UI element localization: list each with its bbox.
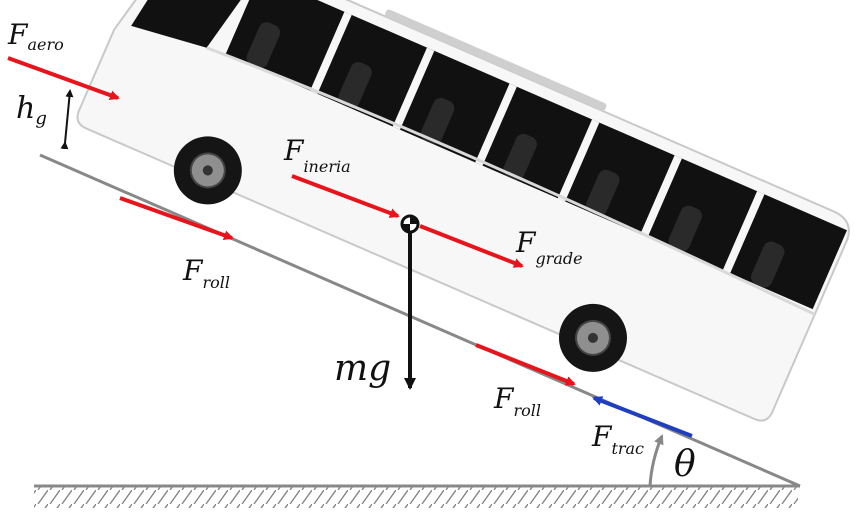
rear-wheel [558, 303, 627, 372]
label-f-roll-rear: Froll [493, 382, 541, 420]
label-hg: hg [16, 91, 47, 129]
passenger-silhouettes [246, 22, 785, 288]
label-f-roll-front: Froll [182, 254, 230, 292]
theta-arc [648, 434, 664, 487]
window-pillars [310, 11, 765, 274]
label-f-aero: Faero [7, 18, 64, 54]
body-swoosh [206, 46, 816, 316]
roof-rail [385, 9, 607, 111]
label-mg: mg [334, 348, 391, 389]
aero-force-arrow [7, 56, 120, 100]
inertia-force-arrow [291, 174, 400, 218]
roll-force-arrow-rear [475, 343, 576, 386]
ground [34, 484, 800, 508]
label-theta: θ [674, 444, 696, 485]
hg-dimension-arrow [60, 89, 74, 150]
windshield [131, 0, 263, 48]
label-f-grade: Fgrade [515, 226, 583, 268]
center-of-gravity [400, 214, 420, 234]
grade-force-arrow [419, 224, 524, 268]
bus [76, 0, 850, 422]
label-f-trac: Ftrac [591, 420, 644, 458]
front-wheel [173, 136, 242, 205]
label-f-inertia: Fineria [283, 134, 351, 176]
roll-force-arrow-front [119, 196, 234, 241]
traction-force-arrow [592, 396, 693, 438]
